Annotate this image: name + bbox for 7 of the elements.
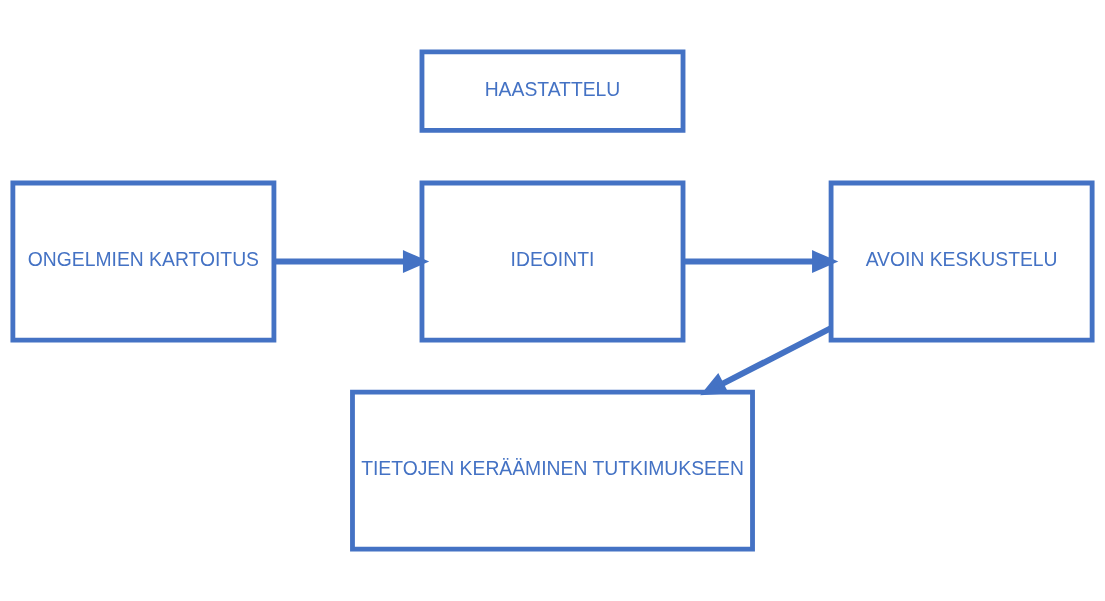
- node-box: ONGELMIEN KARTOITUS: [10, 180, 277, 343]
- node-box: AVOIN KESKUSTELU: [828, 180, 1095, 343]
- arrow: [274, 250, 430, 273]
- node-box: TIETOJEN KERÄÄMINEN TUTKIMUKSEEN: [350, 389, 755, 552]
- node-box: HAASTATTELU: [419, 49, 686, 133]
- node-box: IDEOINTI: [419, 180, 686, 343]
- arrow: [683, 250, 839, 273]
